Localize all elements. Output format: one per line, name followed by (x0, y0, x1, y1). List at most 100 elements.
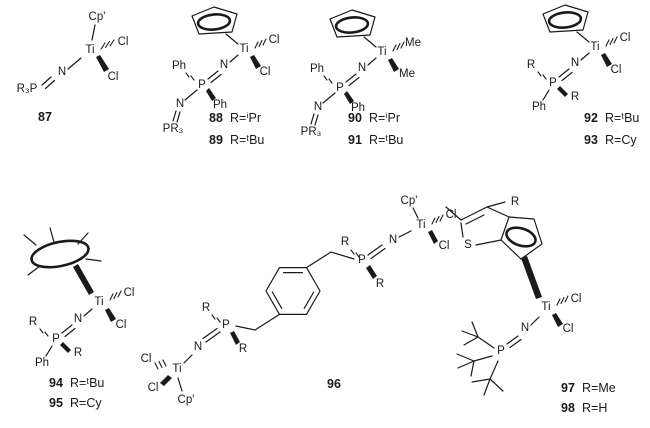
n-label: N (389, 234, 397, 246)
caption-94-r: R=ᵗBu (70, 376, 104, 390)
bond-lines (41, 24, 115, 90)
r-label: R (341, 236, 349, 248)
caption-91-r: R=ᵗBu (369, 133, 403, 147)
caption-92: 92 (584, 111, 598, 125)
r-label: R (74, 347, 82, 359)
eta5-ellipse (547, 11, 583, 29)
caption-97-r: R=Me (582, 381, 616, 395)
double-bond (61, 324, 76, 338)
me-label: Me (405, 37, 421, 49)
cp-ring (542, 4, 589, 33)
double-bond (202, 327, 221, 343)
bond-lines (537, 31, 618, 101)
bond-lines (154, 207, 444, 392)
tbu-group (461, 321, 495, 349)
ph-label: Ph (35, 357, 49, 369)
methyl-spikes (23, 227, 102, 276)
caption-89: 89 (209, 133, 223, 147)
n-label: N (74, 313, 82, 325)
caption-96: 96 (327, 377, 341, 391)
ph-label: Ph (532, 101, 546, 113)
structure-97-98: S R Ti Cl Cl N P 97 R=Me 98 R=H (445, 196, 616, 415)
structure-88-89: Ti Cl Cl N P Ph Ph N PR₃ 88 R=ⁱPr 89 R=ᵗ… (163, 6, 279, 147)
bond-lines (172, 33, 267, 123)
eta5-ellipse (505, 226, 537, 248)
caption-93: 93 (584, 133, 598, 147)
p-label: P (497, 345, 505, 357)
ti-label: Ti (172, 363, 181, 375)
ti-label: Ti (416, 219, 425, 231)
ti-label: Ti (590, 41, 599, 53)
hashed-bond (254, 38, 267, 49)
methyl-bond (445, 206, 462, 221)
double-bond (172, 110, 181, 123)
r-label: R (376, 278, 384, 290)
n-label: N (571, 57, 579, 69)
p-label: P (358, 254, 366, 266)
caption-91: 91 (348, 133, 362, 147)
eta5-ellipse (196, 13, 232, 31)
cp-prime-label: Cp' (178, 394, 195, 406)
wedge-bond (601, 53, 612, 67)
cp-prime-label: Cp' (401, 195, 418, 207)
wedge-bond (60, 342, 71, 353)
bond-lines (310, 36, 405, 126)
n-label: N (176, 98, 184, 110)
ti-label: Ti (541, 301, 550, 313)
wedge-bond (552, 313, 563, 327)
wedge-bond (344, 91, 354, 104)
ch2-linker (305, 251, 355, 269)
cl-label: Cl (439, 240, 450, 252)
hashed-bond (556, 295, 569, 306)
caption-89-r: R=ᵗBu (230, 133, 264, 147)
double-bond (558, 68, 573, 82)
structure-94-95: Ti Cl Cl N P R R Ph 94 R=ᵗBu 95 R=Cy (23, 227, 134, 410)
structure-92-93: Ti Cl Cl N P R R Ph 92 R=ᵗBu 93 R=Cy (527, 4, 639, 147)
cp-prime-label: Cp' (89, 11, 106, 23)
eta5-ellipse (334, 16, 370, 34)
hashed-bond (100, 39, 115, 50)
double-bond (41, 76, 56, 90)
pr3-label: PR₃ (301, 126, 322, 138)
wedge-bond (250, 55, 261, 69)
cl-label: Cl (563, 323, 574, 335)
cp-ring (500, 216, 543, 260)
n-label: N (521, 322, 529, 334)
ti-label: Ti (85, 44, 94, 56)
hashed-bond (185, 72, 195, 81)
cl-label: Cl (571, 293, 582, 305)
ph-label: Ph (310, 63, 324, 75)
thiophene-ring (460, 206, 510, 246)
wedge-bond (557, 86, 568, 97)
hashed-bond (350, 249, 360, 258)
r3p-label: R₃P (17, 83, 38, 95)
wedge-bond (160, 375, 172, 386)
hashed-bond (392, 41, 405, 52)
cp-ring (329, 9, 376, 38)
wedge-bond (388, 58, 399, 72)
hashed-bond (154, 359, 167, 370)
caption-90-r: R=ⁱPr (369, 111, 400, 125)
r-label: R (527, 59, 535, 71)
structure-96: P R R N Ti Cp' Cl Cl P R R N Ti Cl Cl Cp… (141, 195, 457, 406)
cl-label: Cl (260, 66, 271, 78)
n-label: N (194, 341, 202, 353)
ph-label: Ph (172, 60, 186, 72)
double-bond (345, 73, 360, 87)
p-label: P (52, 333, 60, 345)
caption-98-r: R=H (582, 401, 607, 415)
wedge-bond (105, 308, 116, 322)
r-label: R (202, 302, 210, 314)
hashed-bond (109, 290, 122, 301)
cl-label: Cl (118, 36, 129, 48)
benzene-ring (265, 267, 321, 315)
caption-88-r: R=ⁱPr (230, 111, 261, 125)
wedge-bond (96, 55, 109, 72)
eta5-ellipse (30, 239, 90, 269)
cl-label: Cl (611, 64, 622, 76)
p-label: P (198, 79, 206, 91)
me-label: Me (399, 68, 415, 80)
cl-label: Cl (620, 32, 631, 44)
